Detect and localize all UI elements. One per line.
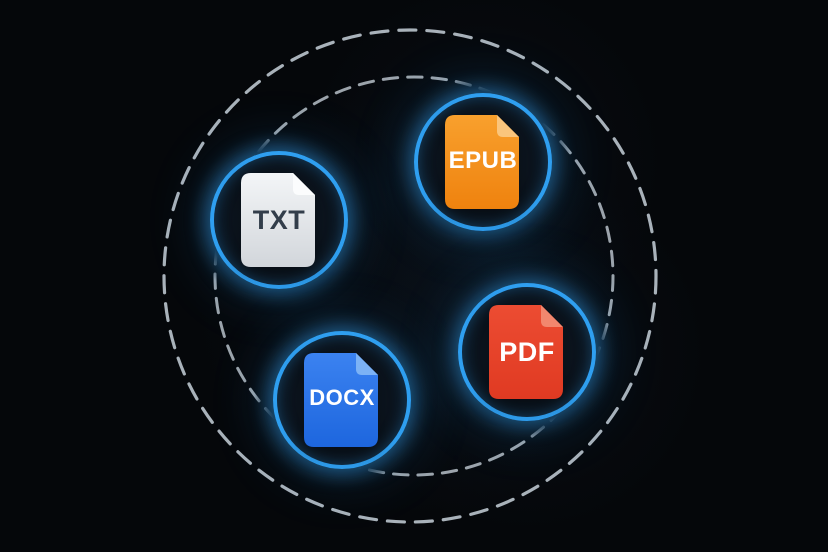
- file-icon: [445, 115, 519, 209]
- file-fold-corner: [541, 305, 563, 327]
- file-body: [445, 115, 519, 209]
- format-node-docx: DOCX: [242, 300, 442, 500]
- file-label: TXT: [252, 205, 306, 235]
- outer-dashed-circle: [162, 28, 658, 524]
- file-body: [489, 305, 563, 399]
- file-icon: [241, 173, 315, 267]
- file-body: [241, 173, 315, 267]
- file-icon: [304, 353, 378, 447]
- file-fold-corner: [356, 353, 378, 375]
- file-icon: [489, 305, 563, 399]
- file-label: PDF: [499, 337, 555, 367]
- format-node-txt: TXT: [179, 120, 379, 320]
- file-body: [304, 353, 378, 447]
- file-label: DOCX: [309, 385, 375, 410]
- file-fold-corner: [497, 115, 519, 137]
- file-fold-corner: [293, 173, 315, 195]
- format-node-epub: EPUB: [383, 62, 583, 262]
- format-node-pdf: PDF: [427, 252, 627, 452]
- file-label: EPUB: [448, 147, 518, 174]
